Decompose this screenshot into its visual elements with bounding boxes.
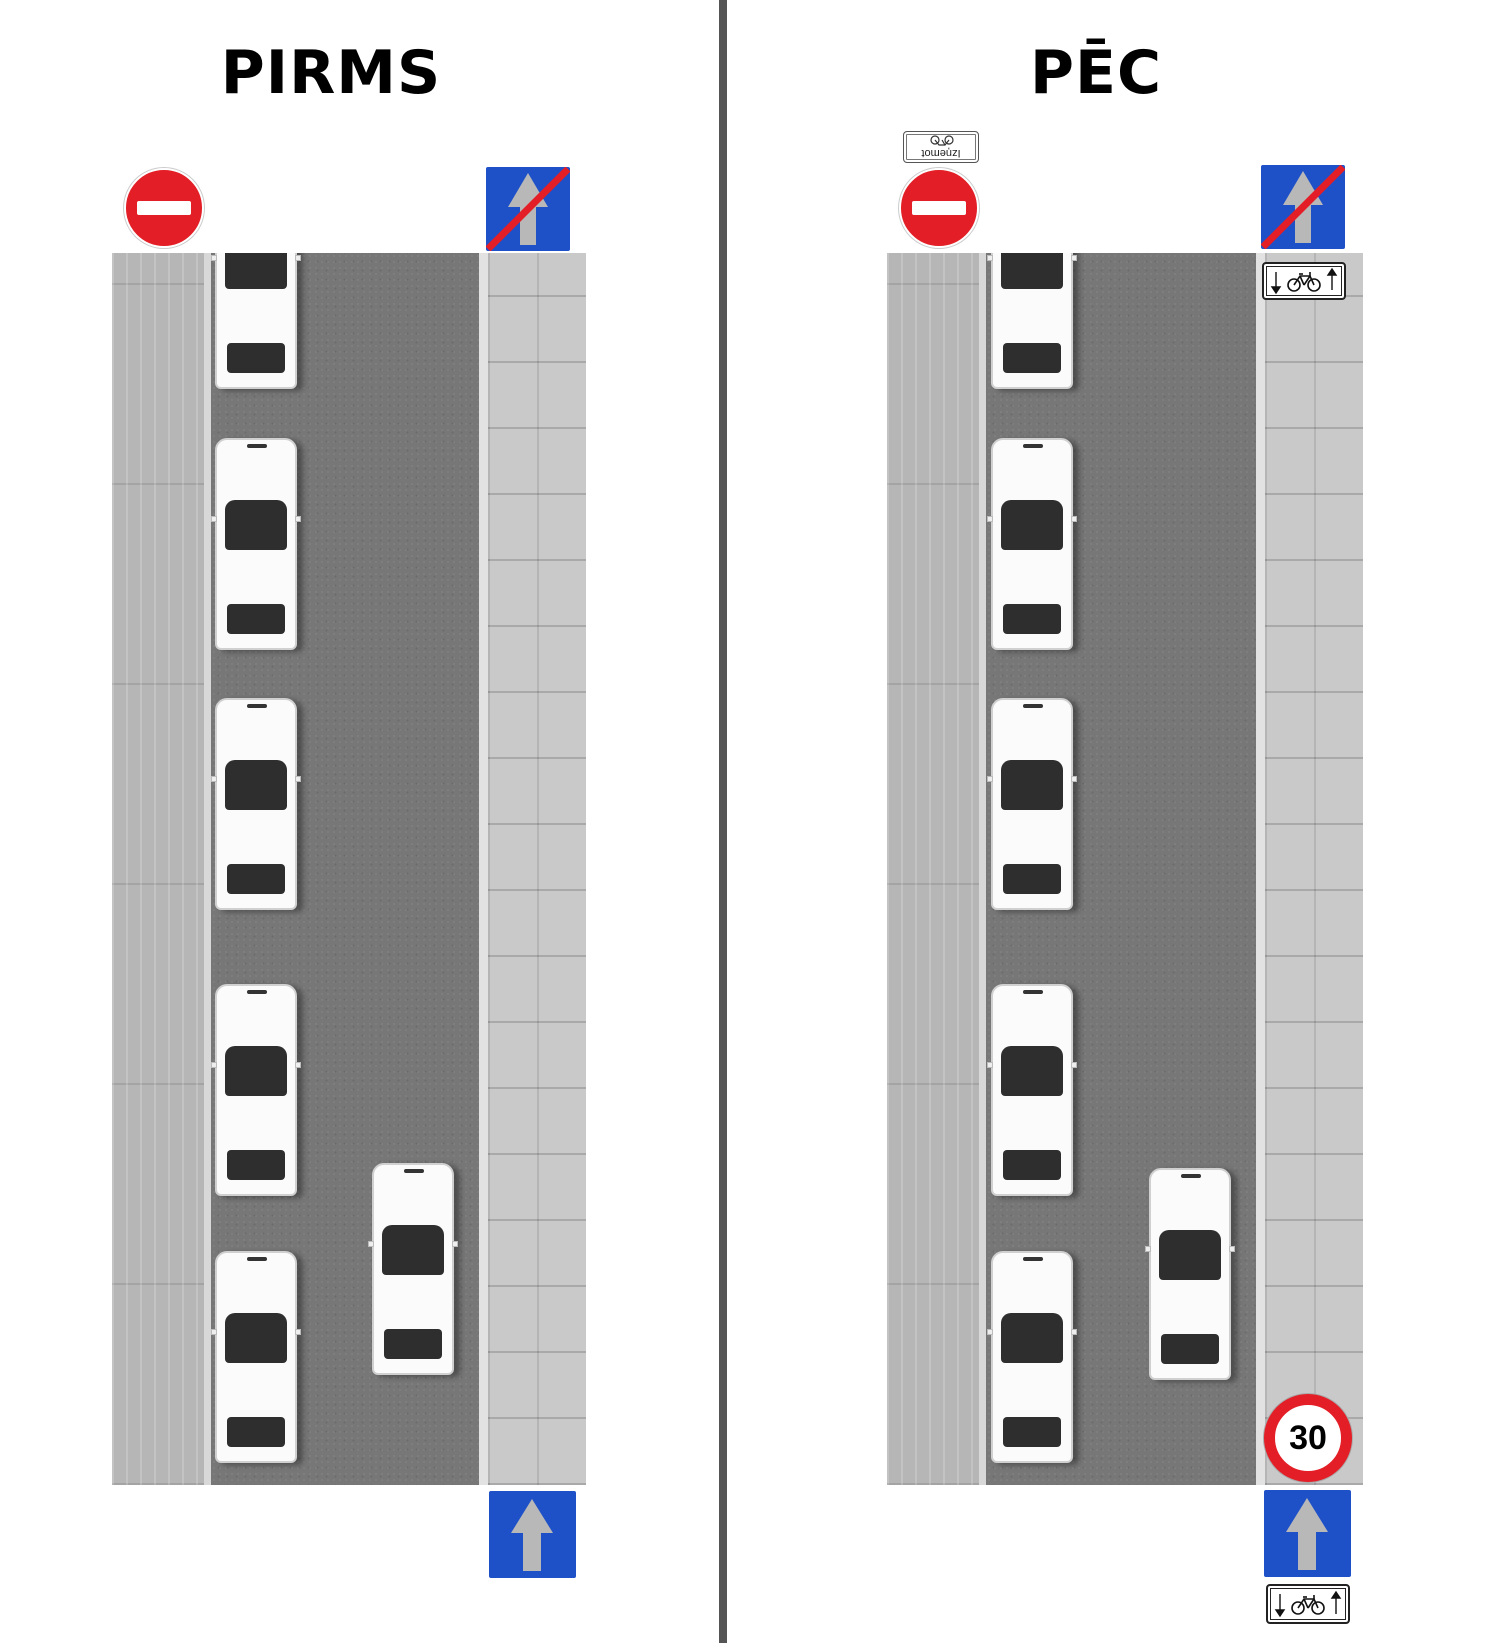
- parked-car: [987, 698, 1077, 910]
- title-before: PIRMS: [220, 38, 442, 108]
- parked-car: [987, 984, 1077, 1196]
- speed-limit-value: 30: [1289, 1418, 1327, 1457]
- right-sidewalk: [488, 253, 586, 1485]
- street-before: [112, 253, 586, 1485]
- moving-car: [368, 1163, 458, 1375]
- arrow-up-icon: [1261, 165, 1345, 249]
- end-of-one-way-sign: [486, 167, 570, 251]
- exception-plate: Izņemot: [903, 131, 979, 163]
- parked-car: [211, 698, 301, 910]
- speed-limit-sign: 30: [1264, 1394, 1352, 1482]
- right-curb: [479, 253, 488, 1485]
- panel-divider: [719, 0, 727, 1643]
- no-entry-sign: [899, 168, 979, 248]
- one-way-road-sign: [1264, 1490, 1351, 1577]
- parked-car: [987, 1251, 1077, 1463]
- bicycle-two-way-plate: [1262, 262, 1346, 300]
- parked-car: [211, 984, 301, 1196]
- arrow-up-icon: [486, 167, 570, 251]
- parked-car: [211, 253, 301, 389]
- exception-plate-text: Izņemot: [921, 147, 961, 159]
- no-entry-sign: [124, 168, 204, 248]
- bicycle-two-way-plate: [1266, 1584, 1350, 1624]
- right-curb: [1256, 253, 1265, 1485]
- arrow-up-icon: [1286, 1498, 1328, 1570]
- right-sidewalk: [1265, 253, 1363, 1485]
- parked-car: [987, 253, 1077, 389]
- parked-car: [211, 1251, 301, 1463]
- arrow-up-icon: [511, 1499, 553, 1571]
- end-of-one-way-sign: [1261, 165, 1345, 249]
- left-curb: [204, 253, 211, 1485]
- parked-car: [211, 438, 301, 650]
- left-curb: [979, 253, 986, 1485]
- title-after: PĒC: [1030, 38, 1162, 108]
- one-way-road-sign: [489, 1491, 576, 1578]
- bicycle-icon: [1274, 1590, 1342, 1618]
- parked-car: [987, 438, 1077, 650]
- left-sidewalk: [887, 253, 979, 1485]
- bicycle-icon: [1270, 267, 1338, 295]
- left-sidewalk: [112, 253, 204, 1485]
- bicycle-icon: [930, 135, 954, 146]
- moving-car: [1145, 1168, 1235, 1380]
- street-after: [887, 253, 1363, 1485]
